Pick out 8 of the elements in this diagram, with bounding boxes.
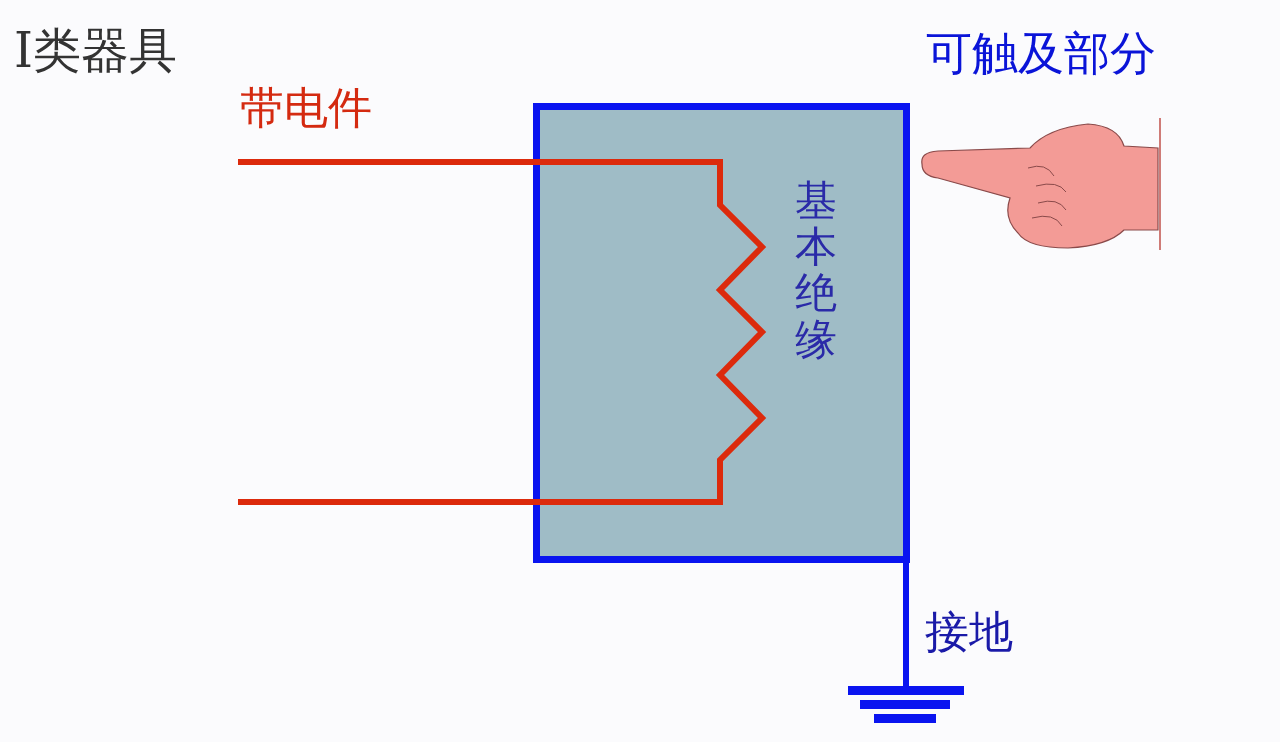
accessible-part-label: 可触及部分 (926, 30, 1156, 76)
enclosure-box (533, 103, 910, 563)
live-part-label: 带电件 (240, 86, 372, 130)
insulation-label: 基本绝缘 (795, 178, 837, 363)
ground-wire (903, 563, 909, 686)
ground-label: 接地 (925, 610, 1013, 654)
title: I类器具 (14, 26, 177, 74)
ground-symbol (848, 684, 964, 722)
